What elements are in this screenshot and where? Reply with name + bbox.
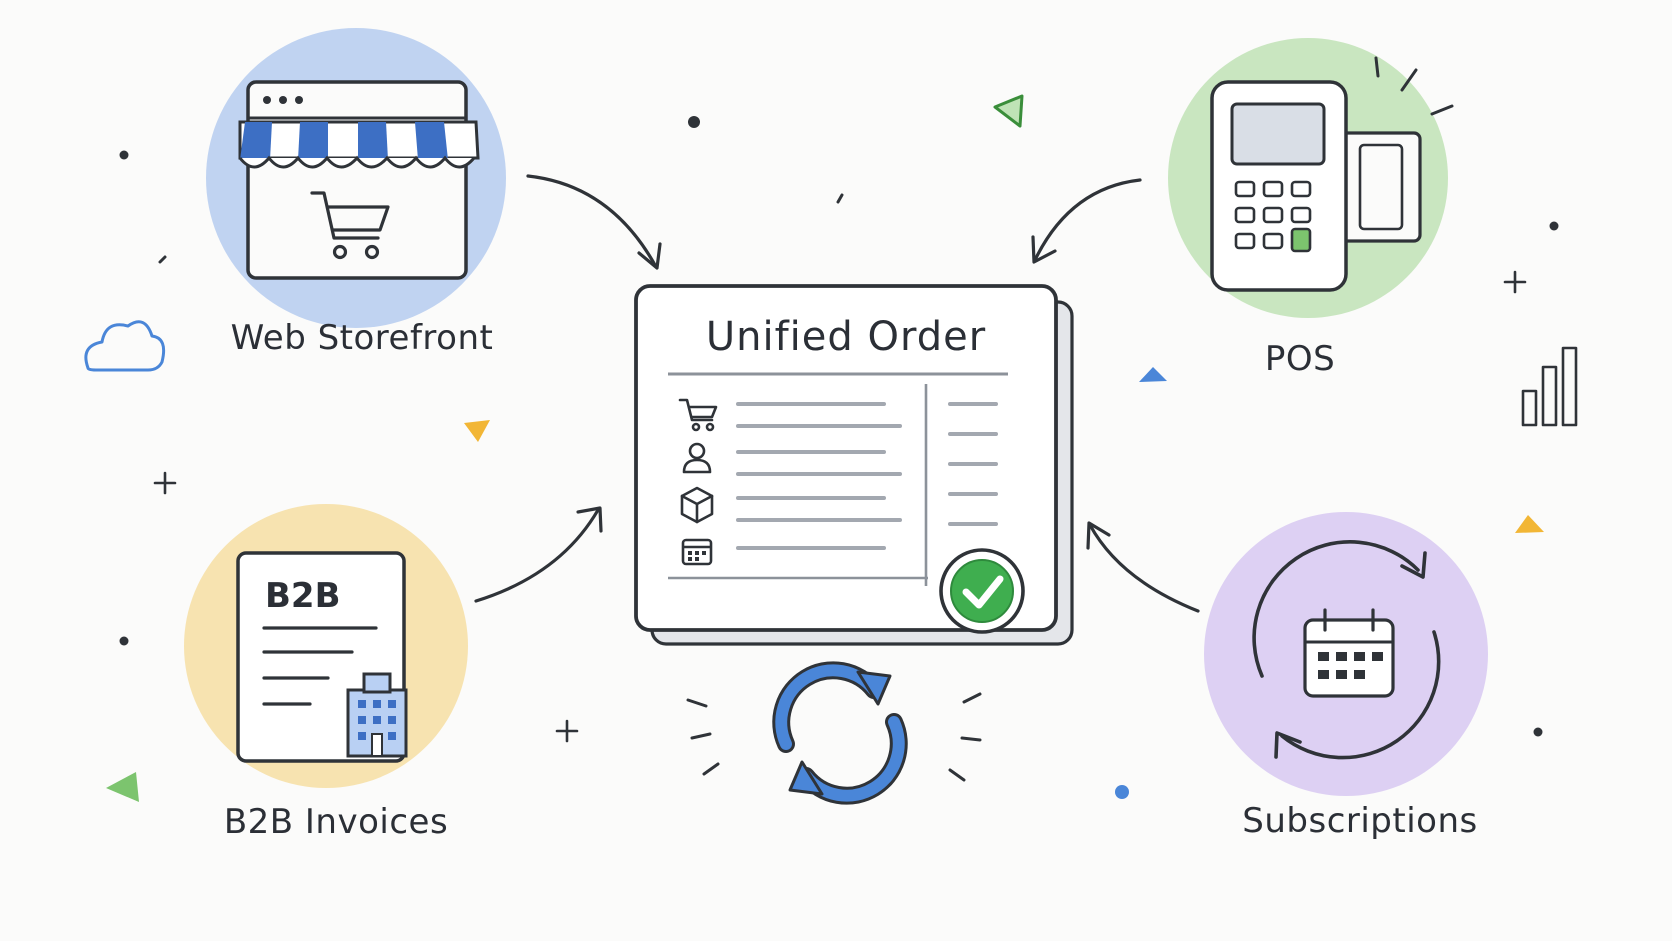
pos-label: POS: [1265, 339, 1335, 379]
arrow-pos-to-hub: [1031, 178, 1142, 264]
sync-icon: [686, 661, 982, 805]
b2b-badge: B2B: [265, 576, 341, 616]
order-document: [634, 284, 1058, 632]
arrow-subs-to-hub: [1086, 521, 1200, 613]
invoice-icon: B2B: [236, 551, 408, 763]
arrow-web-to-hub: [526, 174, 662, 270]
cart-icon: [678, 398, 718, 432]
person-icon: [682, 442, 712, 474]
unified-order-hub: Unified Order: [634, 284, 1074, 646]
source-subscriptions: Subscriptions: [1204, 512, 1488, 841]
checkmark-icon: [939, 548, 1025, 634]
pos-terminal-icon: [1210, 56, 1454, 292]
source-b2b-invoices: B2B B2B Invoices: [184, 504, 468, 842]
subscriptions-label: Subscriptions: [1242, 801, 1477, 841]
flow-arrows: [474, 174, 1200, 613]
calendar-icon: [681, 538, 713, 566]
storefront-icon: [238, 80, 480, 280]
source-pos: POS: [1168, 38, 1454, 379]
arrow-b2b-to-hub: [474, 506, 603, 603]
decorations: [84, 94, 1578, 802]
source-web-storefront: Web Storefront: [206, 28, 506, 358]
order-line-items: [678, 398, 998, 566]
hub-title: Unified Order: [706, 314, 986, 360]
subscription-calendar-icon: [1252, 540, 1441, 760]
web-storefront-label: Web Storefront: [231, 318, 494, 358]
box-icon: [680, 486, 714, 524]
b2b-invoices-label: B2B Invoices: [224, 802, 448, 842]
